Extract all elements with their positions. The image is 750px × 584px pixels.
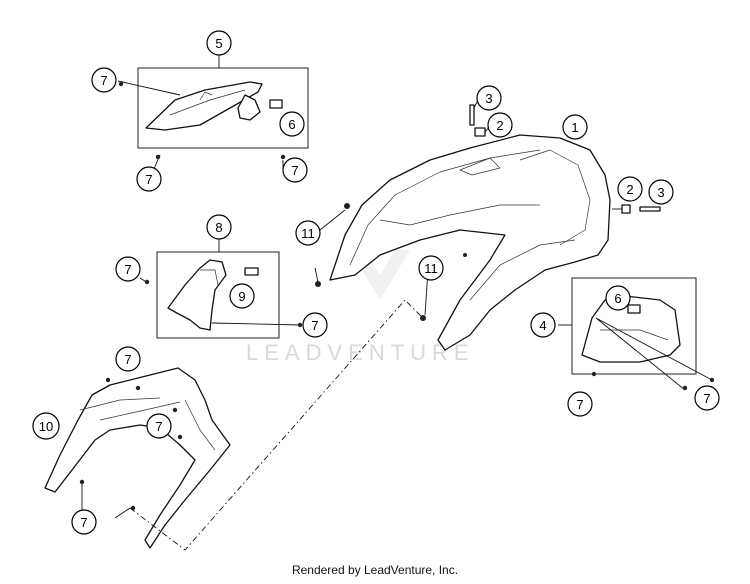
part-2-grommet[interactable] <box>474 127 631 214</box>
callout-7[interactable]: 7 <box>71 509 97 535</box>
assembly-leader-line <box>129 299 424 551</box>
callout-11[interactable]: 11 <box>295 220 321 246</box>
svg-text:7: 7 <box>311 318 318 333</box>
svg-text:2: 2 <box>496 118 503 133</box>
callout-1[interactable]: 1 <box>562 114 588 140</box>
callout-7[interactable]: 7 <box>302 312 328 338</box>
callout-7[interactable]: 7 <box>146 413 172 439</box>
callout-7[interactable]: 7 <box>136 166 162 192</box>
footer-credit: Rendered by LeadVenture, Inc. <box>291 563 459 577</box>
svg-text:9: 9 <box>238 289 245 304</box>
part-6-clip-right[interactable] <box>627 304 641 314</box>
svg-text:7: 7 <box>703 391 710 406</box>
part-6-clip[interactable] <box>269 99 283 109</box>
part-1-rear-fairing[interactable] <box>329 134 611 351</box>
svg-text:3: 3 <box>485 91 492 106</box>
svg-text:7: 7 <box>155 419 162 434</box>
callout-5[interactable]: 5 <box>206 30 232 56</box>
svg-text:7: 7 <box>291 163 298 178</box>
part-5-side-panel[interactable] <box>145 81 263 131</box>
callout-3[interactable]: 3 <box>648 179 674 205</box>
svg-text:6: 6 <box>288 117 295 132</box>
svg-text:2: 2 <box>626 182 633 197</box>
svg-text:11: 11 <box>301 226 315 241</box>
callout-7[interactable]: 7 <box>91 67 117 93</box>
callout-4[interactable]: 4 <box>530 312 556 338</box>
callout-7[interactable]: 7 <box>694 385 720 411</box>
part-10-lower-fairing[interactable] <box>44 367 231 549</box>
svg-text:8: 8 <box>215 220 222 235</box>
svg-text:11: 11 <box>424 261 438 276</box>
callout-7[interactable]: 7 <box>115 256 141 282</box>
part-3-bolt[interactable] <box>469 104 661 212</box>
svg-text:7: 7 <box>124 262 131 277</box>
callout-2[interactable]: 2 <box>617 176 643 202</box>
svg-text:6: 6 <box>614 291 621 306</box>
watermark-text: LEADVENTURE <box>246 340 475 365</box>
part-4-side-panel[interactable] <box>581 295 681 363</box>
svg-text:3: 3 <box>657 185 664 200</box>
callout-6[interactable]: 6 <box>279 111 305 137</box>
callout-3[interactable]: 3 <box>476 85 502 111</box>
callout-7[interactable]: 7 <box>282 157 308 183</box>
svg-text:7: 7 <box>80 515 87 530</box>
part-8-bracket-cover[interactable] <box>167 259 227 331</box>
callout-8[interactable]: 8 <box>206 214 232 240</box>
part-group-5-box <box>137 67 309 149</box>
callout-9[interactable]: 9 <box>229 283 255 309</box>
svg-text:7: 7 <box>576 397 583 412</box>
callout-2[interactable]: 2 <box>487 112 513 138</box>
svg-text:4: 4 <box>539 318 546 333</box>
svg-text:10: 10 <box>39 419 53 434</box>
callout-7[interactable]: 7 <box>115 346 141 372</box>
svg-text:1: 1 <box>571 120 578 135</box>
callout-6[interactable]: 6 <box>605 285 631 311</box>
callout-7[interactable]: 7 <box>567 391 593 417</box>
svg-text:7: 7 <box>100 73 107 88</box>
svg-text:7: 7 <box>124 352 131 367</box>
svg-text:7: 7 <box>145 172 152 187</box>
callout-11[interactable]: 11 <box>418 255 444 281</box>
part-group-4-box <box>571 277 697 375</box>
part-group-8-box <box>156 251 280 339</box>
callout-10[interactable]: 10 <box>32 412 60 440</box>
svg-text:5: 5 <box>215 36 222 51</box>
part-9-clip[interactable] <box>244 267 259 276</box>
